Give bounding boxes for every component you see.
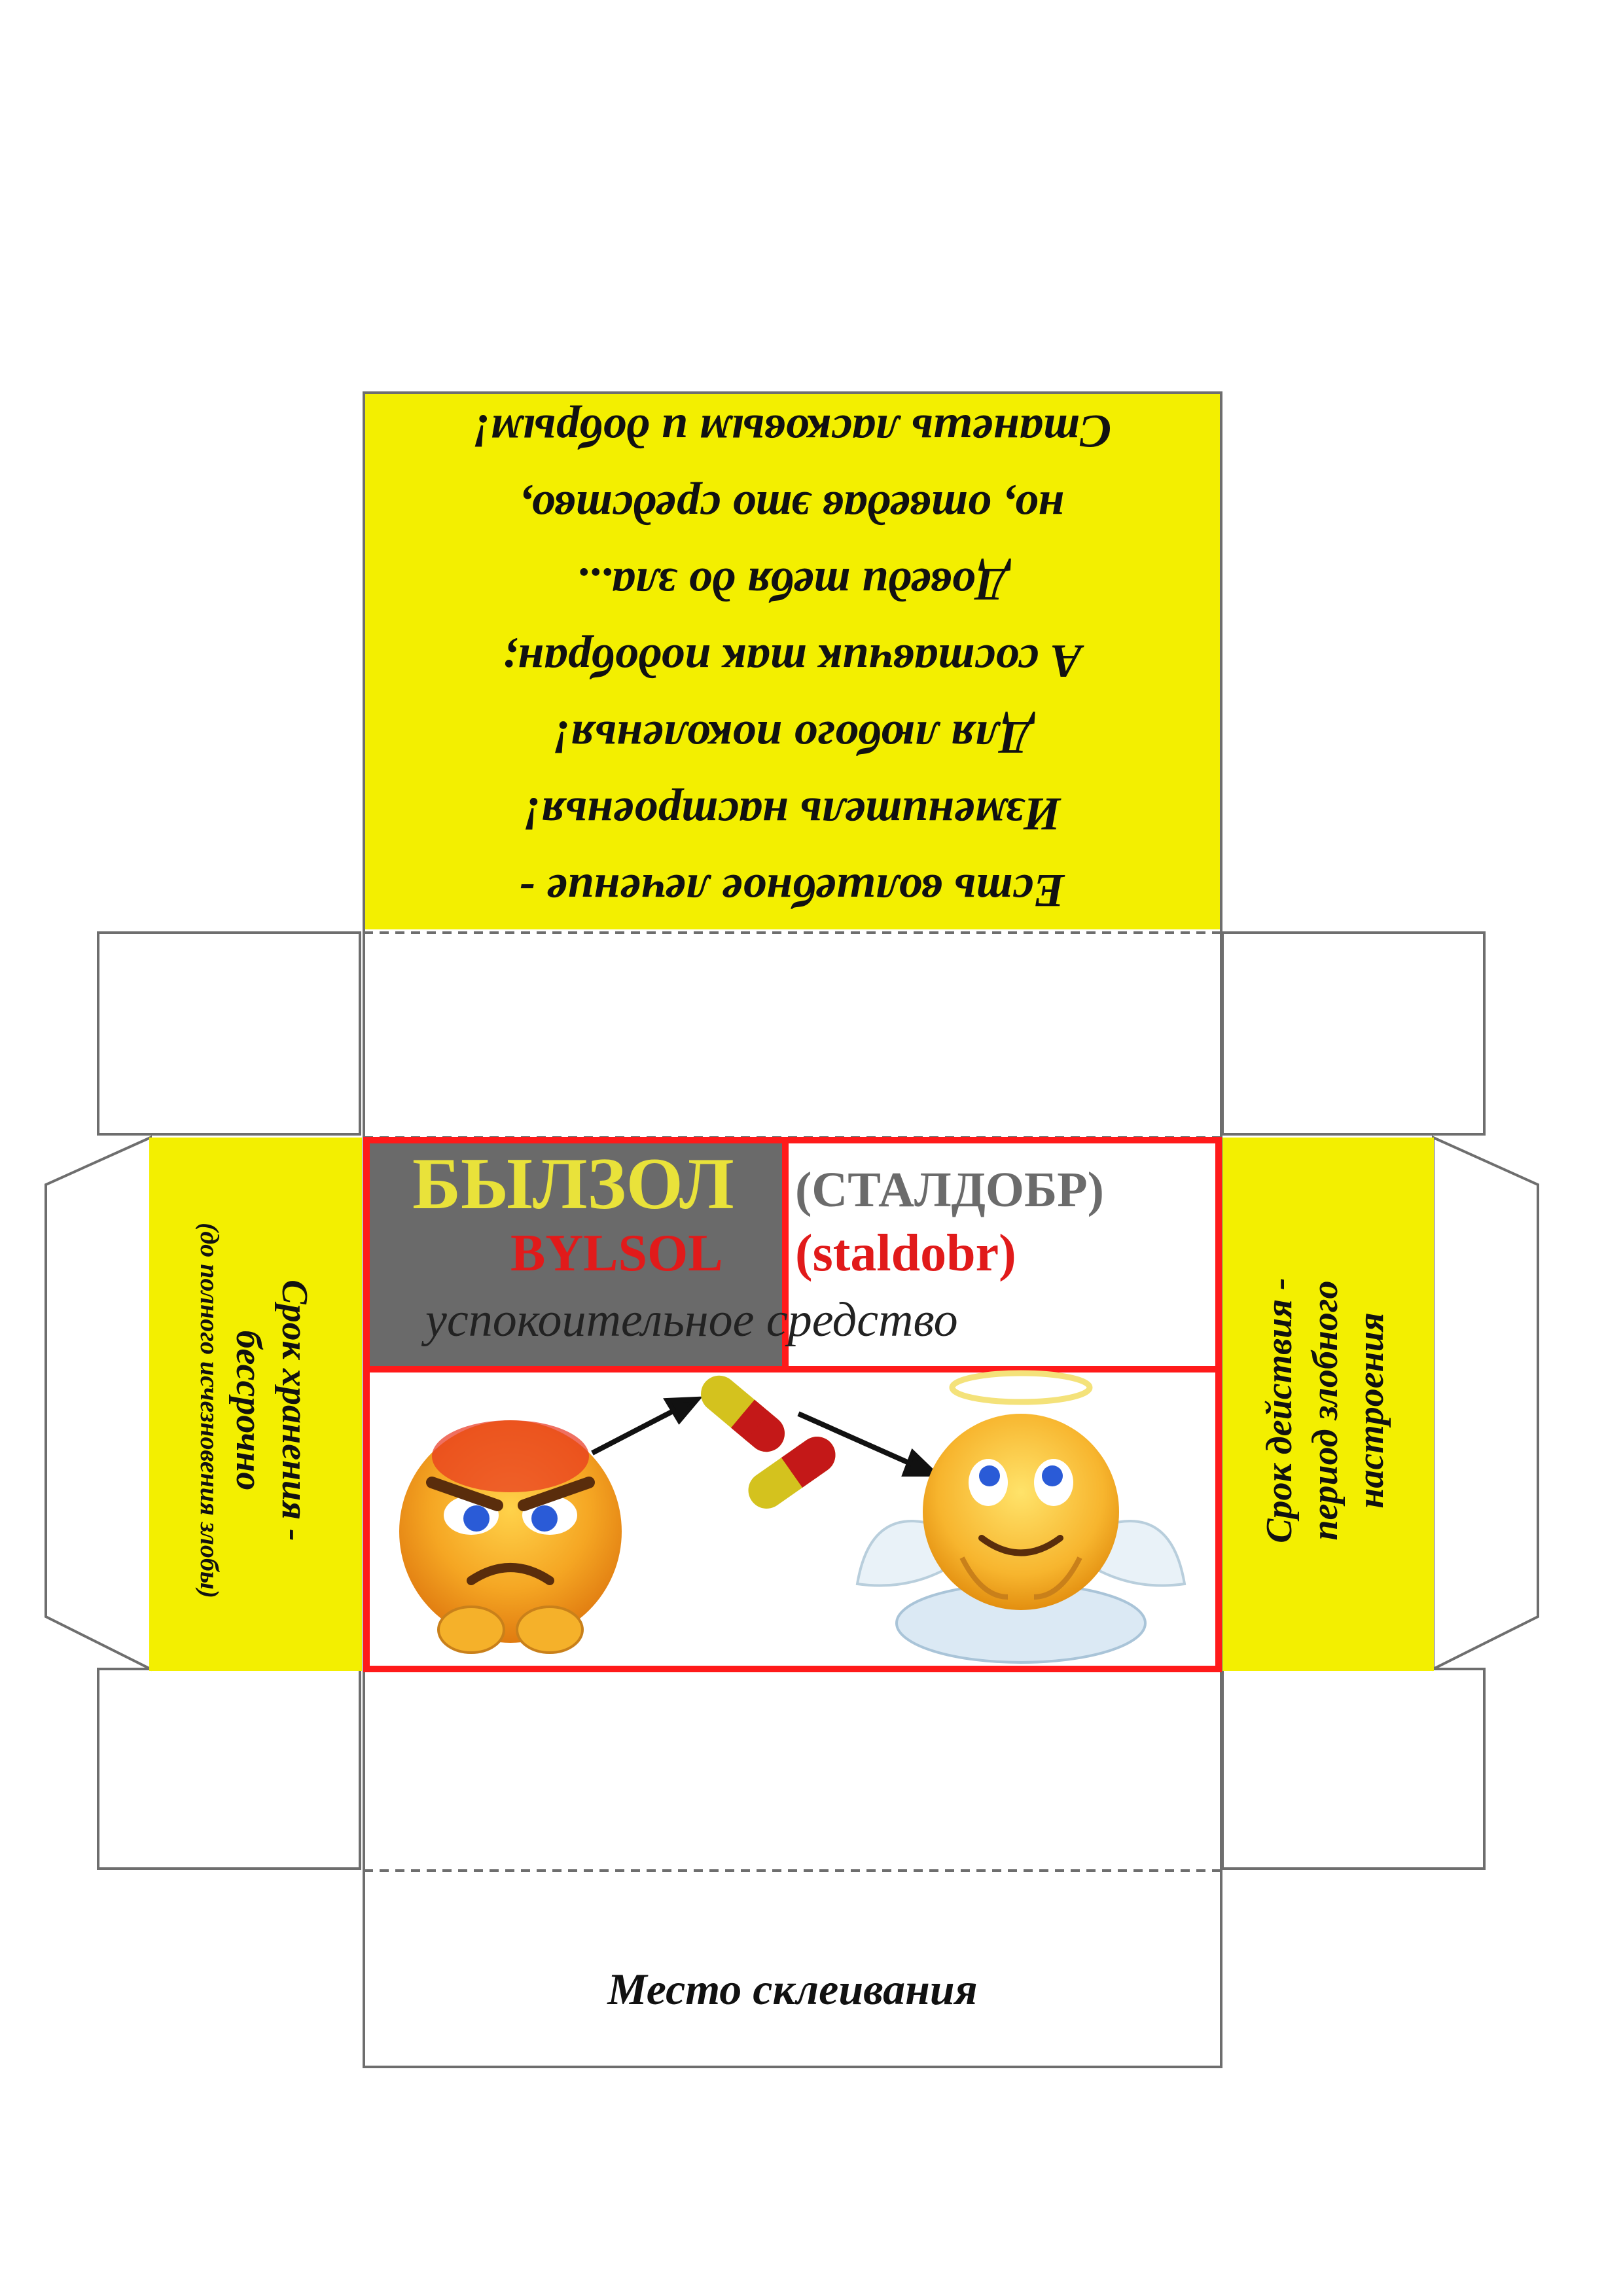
poem-line: Для любого поколенья! xyxy=(552,711,1032,764)
product-subtitle: успокоительное средство xyxy=(425,1293,958,1347)
left-side-text: Срок хранения - бессрочно (до полного ис… xyxy=(154,1145,357,1676)
left-side-panel xyxy=(149,1138,362,1671)
upper-right-flap xyxy=(1221,931,1486,1136)
angry-emoji-icon xyxy=(399,1420,622,1654)
brand-name-ru-alt: (СТАЛДОБР) xyxy=(795,1162,1104,1217)
arrow-icon xyxy=(591,1396,941,1477)
brand-name-ru: БЫЛЗОЛ xyxy=(412,1143,734,1225)
front-dark-block xyxy=(366,1140,785,1368)
action-line2: период злобного xyxy=(1305,1280,1346,1541)
right-side-panel xyxy=(1221,1138,1434,1671)
poem-line: но, отведав это средство, xyxy=(519,482,1065,535)
storage-line3: (до полного исчезновения злобы) xyxy=(195,1223,225,1598)
poem-line: Изменитель настроенья! xyxy=(522,788,1061,841)
lower-right-flap xyxy=(1221,1668,1486,1870)
storage-line2: бессрочно xyxy=(228,1330,270,1491)
capsule-icon xyxy=(700,1375,836,1509)
glue-area-label: Место склеивания xyxy=(607,1964,978,2014)
brand-name-lat-alt: (staldobr) xyxy=(795,1225,1016,1282)
poem-line: Доведи тебя до зла... xyxy=(576,558,1008,611)
right-side-text: Срок действия - период злобного настроен… xyxy=(1224,1145,1427,1676)
left-end-flap xyxy=(45,1135,152,1672)
action-line3: настроения xyxy=(1351,1312,1391,1509)
poem-line: Есть волшебное лечение - xyxy=(519,865,1065,918)
right-end-flap xyxy=(1432,1135,1539,1672)
lid-poem: Есть волшебное лечение - Изменитель наст… xyxy=(366,393,1217,929)
angel-emoji-icon xyxy=(855,1370,1186,1664)
poem-line: Станешь ласковым и добрым! xyxy=(472,405,1112,458)
action-line1: Срок действия - xyxy=(1259,1278,1300,1543)
storage-line1: Срок хранения - xyxy=(274,1280,315,1541)
brand-name-lat: BYLSOL xyxy=(510,1225,723,1282)
upper-left-flap xyxy=(97,931,361,1136)
lower-left-flap xyxy=(97,1668,361,1870)
top-lid-panel xyxy=(364,393,1221,929)
poem-line: А составчик так подобран; xyxy=(502,635,1082,688)
